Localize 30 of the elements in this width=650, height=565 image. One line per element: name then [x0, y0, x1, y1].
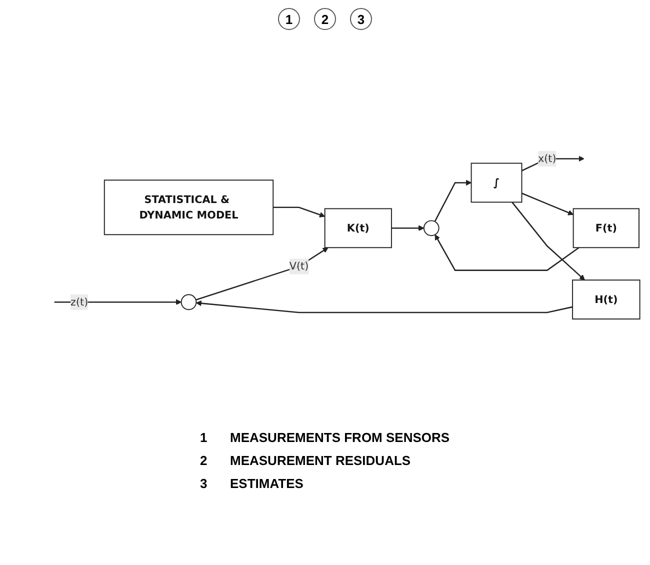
note-text: MEASUREMENT RESIDUALS [230, 453, 412, 468]
arrow [512, 201, 585, 280]
arrow [434, 179, 472, 222]
note-number: 2 [200, 453, 208, 468]
arrow [391, 224, 424, 231]
arrow [434, 234, 580, 271]
edge-label: x(t) [538, 152, 556, 164]
node-circle [423, 220, 440, 236]
callout-number: 3 [350, 8, 372, 30]
arrow [196, 300, 573, 313]
callout-number: 1 [278, 8, 300, 30]
arrow [196, 246, 328, 300]
note-text: ESTIMATES [230, 476, 304, 491]
node-box [104, 179, 274, 235]
callout-number: 2 [314, 8, 336, 30]
edge-label: V(t) [289, 260, 309, 272]
node-box [324, 208, 392, 248]
edge-label: z(t) [70, 295, 88, 308]
arrow [522, 192, 574, 215]
arrow [54, 298, 182, 305]
note-number: 1 [200, 430, 208, 445]
node-box [572, 279, 640, 320]
note-number: 3 [200, 476, 208, 491]
block-diagram: z(t) V(t) x(t) STATISTICAL & DYNAMIC MODEL K(t) ∫ F(t) H(t) [5, 136, 645, 324]
arrow [273, 206, 326, 218]
node-box [470, 162, 522, 202]
arrow [521, 155, 584, 171]
note-text: MEASUREMENTS FROM SENSORS [230, 430, 450, 445]
node-box [572, 208, 640, 248]
node-circle [180, 294, 197, 310]
